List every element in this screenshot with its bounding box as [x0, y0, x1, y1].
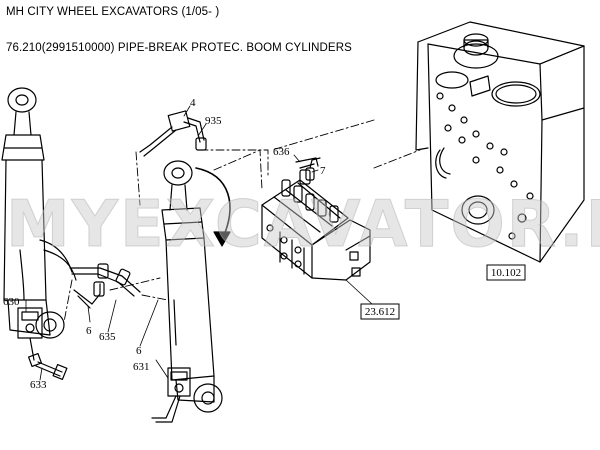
callout-4: 4	[190, 97, 196, 109]
pipe-633	[35, 361, 68, 381]
callout-636: 636	[273, 146, 290, 158]
reference-10-102: 10.102	[491, 267, 521, 279]
diagram-title: MH CITY WHEEL EXCAVATORS (1/05- )	[6, 6, 220, 18]
hydraulic-tank	[373, 21, 585, 263]
callout-6-center: 6	[136, 345, 142, 357]
reference-box-tank[interactable]: 10.102	[486, 264, 526, 281]
callout-631: 631	[133, 361, 150, 373]
connection-lines	[63, 119, 375, 323]
callout-635: 635	[99, 331, 116, 343]
fitting-636	[295, 157, 319, 169]
reference-box-valve-block[interactable]: 23.612	[345, 279, 400, 320]
diagram-subtitle: 76.210(2991510000) PIPE-BREAK PROTEC. BO…	[6, 42, 352, 54]
reference-23-612: 23.612	[365, 306, 395, 318]
pipe-635	[69, 263, 141, 309]
center-boom-cylinder	[161, 160, 223, 413]
safety-valve-center	[151, 367, 191, 423]
control-valve-block	[261, 157, 371, 281]
pipe-935-assembly	[139, 110, 207, 157]
safety-valve-left	[17, 307, 43, 368]
callout-7: 7	[320, 165, 326, 177]
callout-630: 630	[3, 296, 20, 308]
direction-arrow	[195, 167, 231, 247]
callout-6-left: 6	[86, 325, 92, 337]
callout-935: 935	[205, 115, 222, 127]
watermark-text: MYEXCAVATOR.RU	[6, 188, 600, 262]
leader-lines	[25, 105, 319, 381]
callout-633: 633	[30, 379, 47, 391]
